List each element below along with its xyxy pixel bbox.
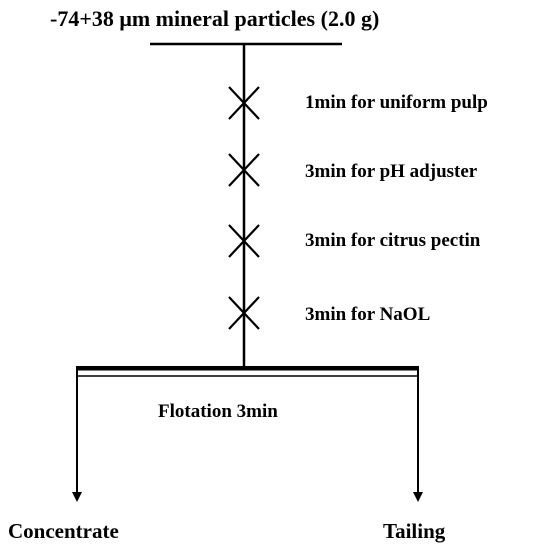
mixer-cross-2 [228, 153, 260, 187]
tailing-label: Tailing [383, 519, 446, 543]
step-label-ph-adjuster: 3min for pH adjuster [305, 161, 478, 182]
concentrate-arrowhead [72, 492, 82, 502]
feed-title: -74+38 μm mineral particles (2.0 g) [50, 6, 380, 31]
flotation-label: Flotation 3min [158, 401, 278, 422]
step-label-citrus-pectin: 3min for citrus pectin [305, 230, 481, 251]
mixer-cross-1 [228, 86, 260, 120]
mixer-cross-3 [228, 224, 260, 258]
step-label-uniform-pulp: 1min for uniform pulp [305, 92, 488, 113]
step-label-naol: 3min for NaOL [305, 304, 431, 325]
tailing-arrowhead [413, 492, 423, 502]
concentrate-label: Concentrate [8, 519, 119, 543]
flotation-bar-thick [76, 366, 419, 371]
mixer-cross-4 [228, 296, 260, 330]
